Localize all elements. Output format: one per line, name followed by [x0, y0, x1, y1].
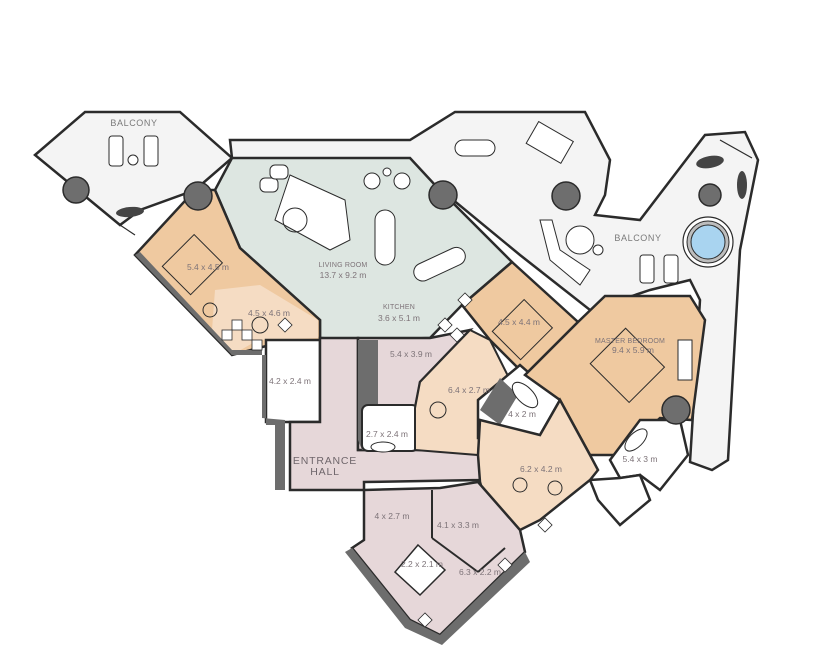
kitchen-size: 3.6 x 5.1 m [377, 313, 421, 324]
center-shaft [480, 378, 518, 425]
corridor-center-size: 6.4 x 2.7 m [447, 385, 491, 396]
staff-room-2-size: 4.1 x 3.3 m [436, 520, 480, 531]
staff-wing-outer-wall [345, 548, 530, 645]
bedroom-center-size: 4.5 x 4.4 m [497, 317, 541, 328]
balcony-west-label: BALCONY [110, 117, 158, 128]
entrance-hall-name-line2: HALL [310, 465, 340, 478]
bath-west-size: 4.2 x 2.4 m [268, 376, 312, 387]
bath-center-size: 4 x 2 m [508, 409, 536, 420]
staff-wc-size: 2.2 x 2.1 m [400, 559, 444, 570]
plants [116, 155, 747, 218]
master-bath-size: 5.4 x 3 m [622, 454, 658, 465]
bedroom-west-dressing-size: 4.5 x 4.6 m [247, 308, 291, 319]
guest-wc-size: 2.7 x 2.4 m [365, 429, 409, 440]
living-room-name: LIVING ROOM [318, 261, 368, 269]
bedroom-west-size: 5.4 x 4.5 m [186, 262, 230, 273]
master-bedroom-size: 9.4 x 5.9 m [611, 345, 655, 356]
master-bedroom-floor [523, 294, 707, 457]
balcony-east-label: BALCONY [614, 232, 662, 243]
laundry-size: 6.3 x 2.2 m [458, 567, 502, 578]
master-dressing-size: 6.2 x 4.2 m [519, 464, 563, 475]
structural-columns [62, 176, 722, 425]
bath-west-floor [264, 338, 322, 424]
cabinetry [221, 292, 553, 628]
pantry-size: 5.4 x 3.9 m [389, 349, 433, 360]
master-bedroom-name: MASTER BEDROOM [594, 337, 666, 345]
staff-room-size: 4 x 2.7 m [374, 511, 410, 522]
furniture [108, 120, 693, 496]
living-room-size: 13.7 x 9.2 m [319, 270, 367, 281]
kitchen-name: KITCHEN [382, 303, 416, 311]
master-bath-utility [588, 473, 652, 527]
entrance-hall-name-line1: ENTRANCE [292, 454, 358, 467]
bedroom-west-dressing-floor [212, 285, 318, 355]
balcony-west [33, 110, 234, 236]
jacuzzi [682, 216, 734, 268]
